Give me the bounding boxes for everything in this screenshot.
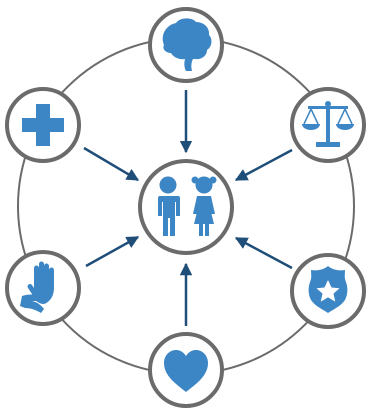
arrow-from-support bbox=[85, 235, 140, 268]
police-badge-icon bbox=[308, 266, 348, 313]
node-brain bbox=[148, 7, 224, 83]
helping-hand-icon bbox=[20, 261, 54, 313]
arrow-from-justice bbox=[234, 148, 293, 182]
node-support bbox=[5, 250, 81, 326]
scales-icon bbox=[302, 101, 354, 147]
arrows bbox=[83, 90, 293, 326]
arrow-from-police bbox=[234, 236, 293, 270]
node-police bbox=[290, 253, 366, 329]
node-medical bbox=[5, 87, 81, 163]
node-justice bbox=[290, 87, 366, 163]
center-node bbox=[138, 159, 234, 255]
heart-icon bbox=[164, 350, 208, 392]
children-icon bbox=[158, 176, 217, 236]
brain-icon bbox=[162, 18, 212, 71]
node-heart bbox=[148, 332, 224, 408]
arrow-from-medical bbox=[83, 146, 140, 182]
medical-cross-icon bbox=[22, 104, 64, 146]
